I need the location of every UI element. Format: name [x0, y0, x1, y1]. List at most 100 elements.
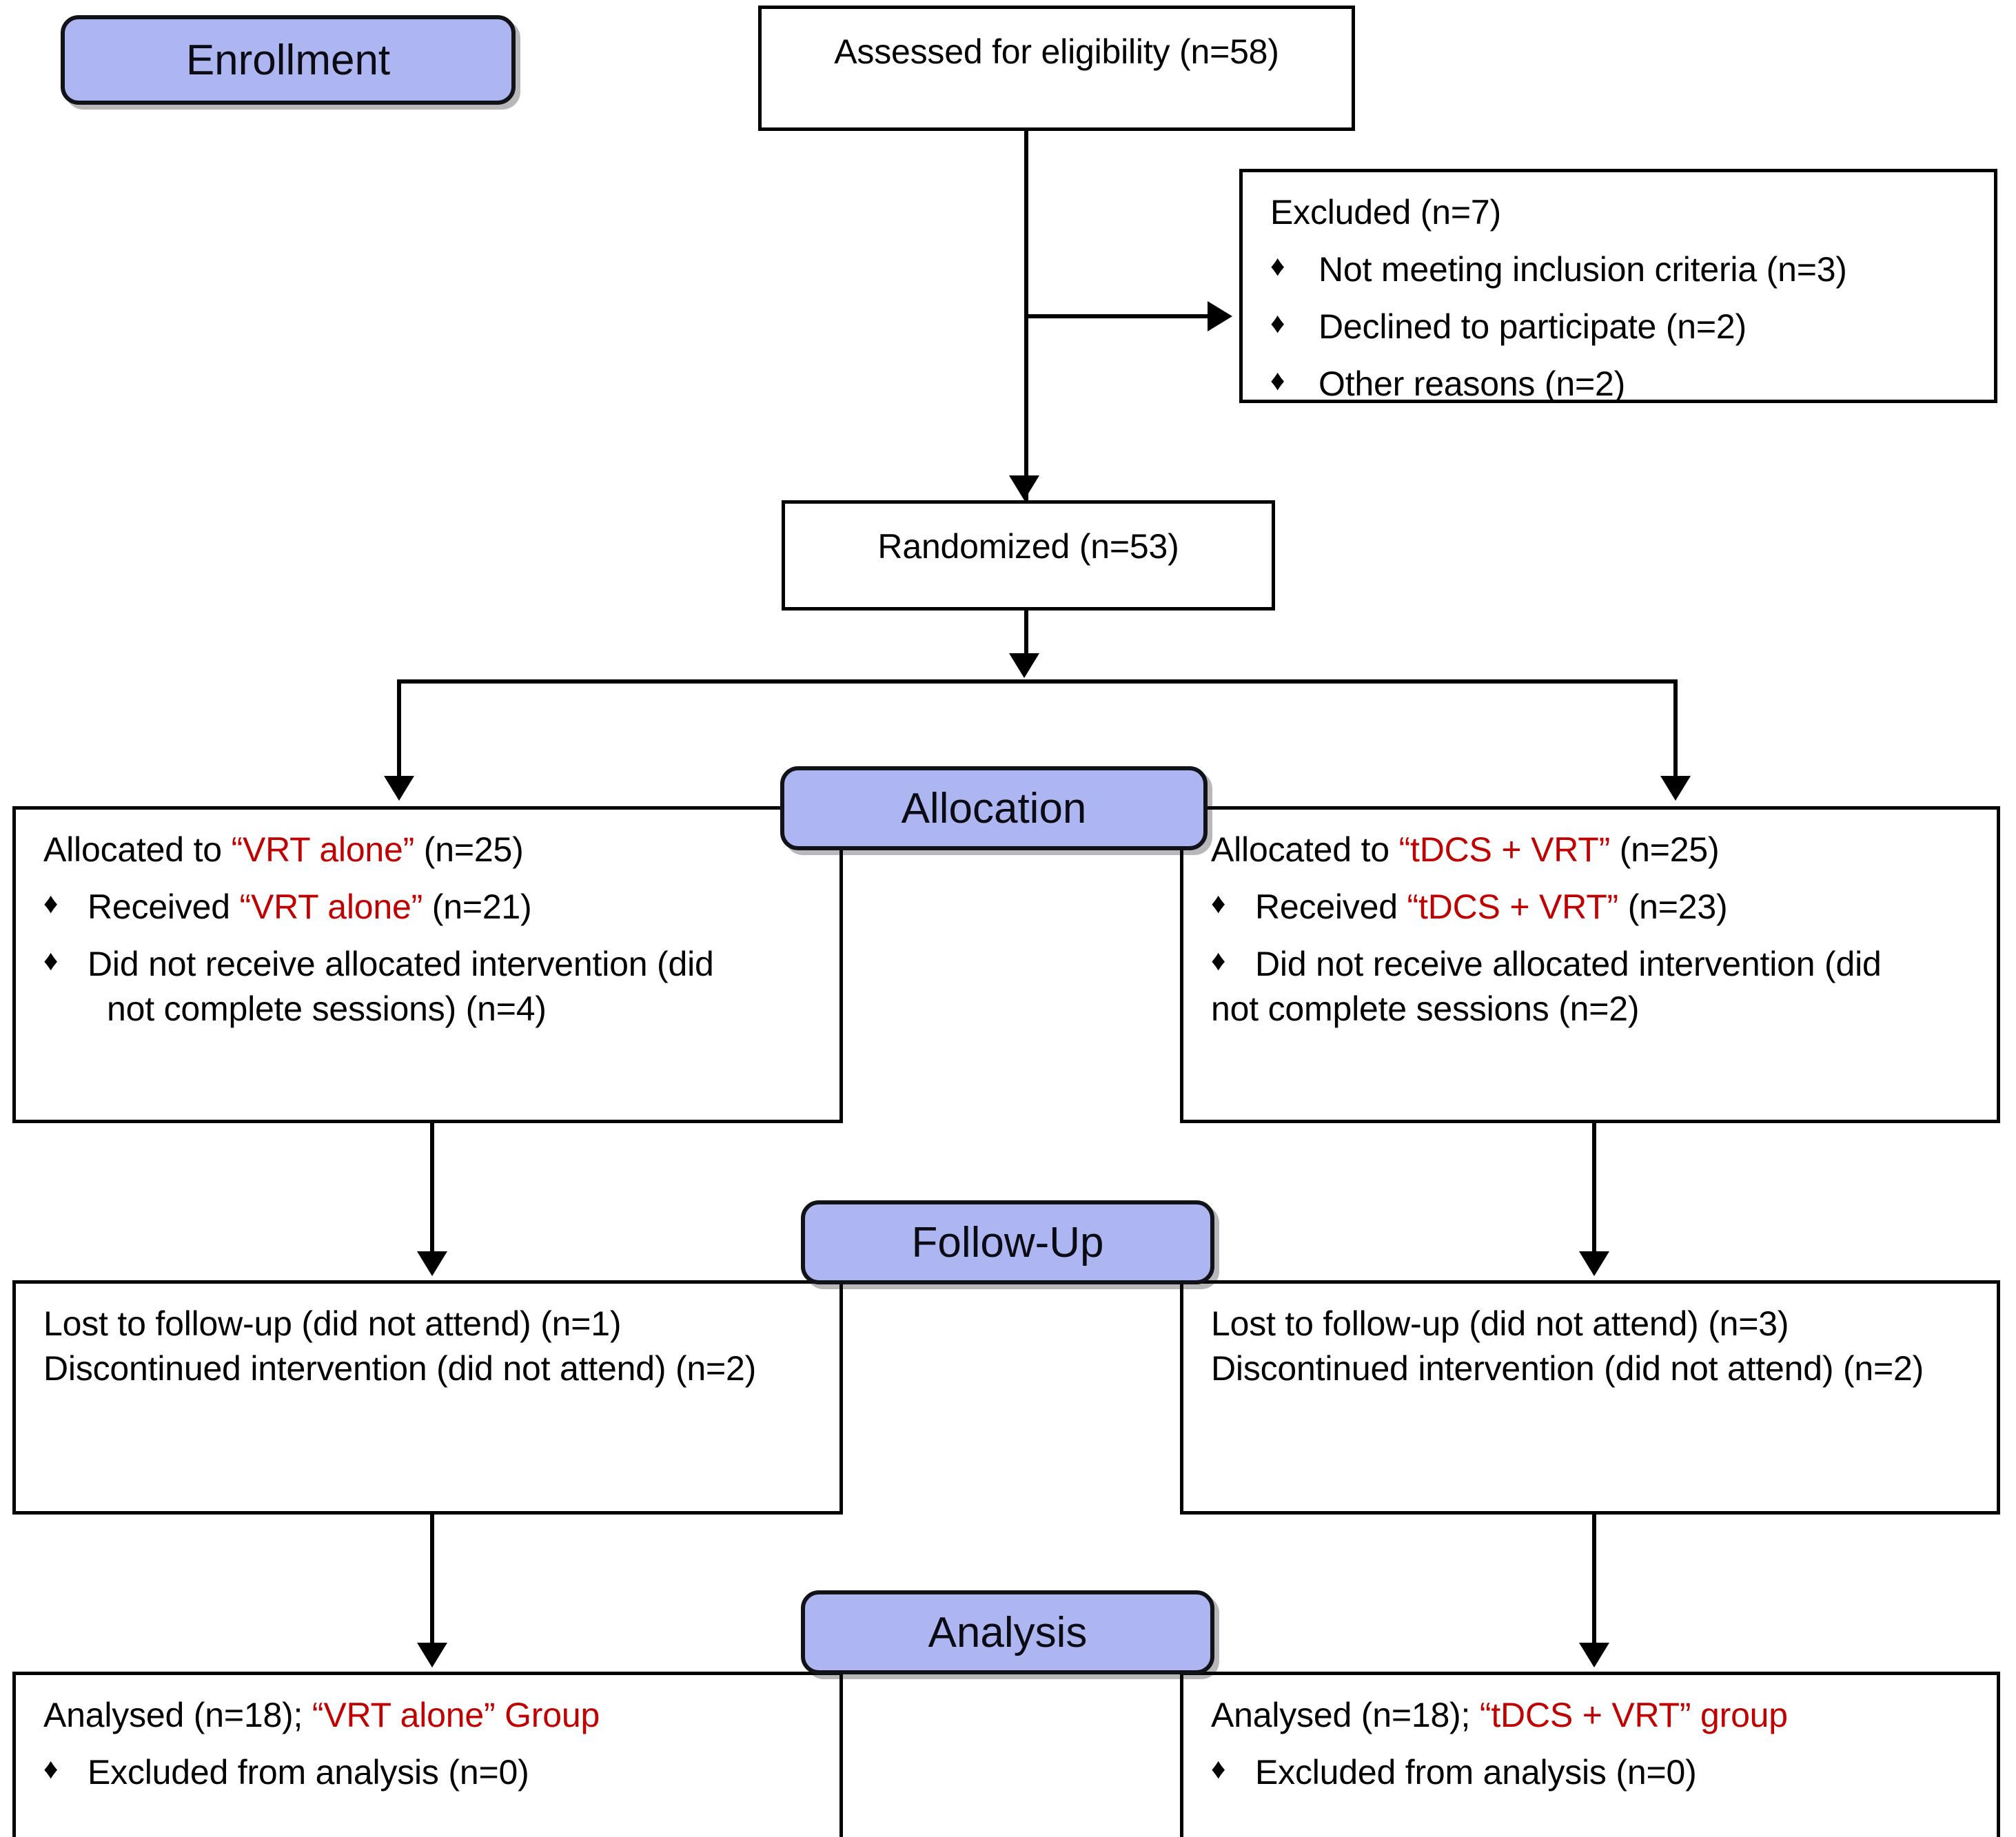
excluded-reason: Other reasons (n=2)	[1318, 365, 1626, 403]
followup-right-block: Lost to follow-up (did not attend) (n=3)…	[1211, 1302, 1976, 1391]
analysis-left-excluded: Excluded from analysis (n=0)	[88, 1753, 529, 1792]
list-item: ♦ Excluded from analysis (n=0)	[1211, 1750, 1976, 1795]
connector-left-allocation-to-followup	[430, 1122, 434, 1257]
stage-badge-allocation-label: Allocation	[901, 784, 1087, 832]
diamond-bullet-icon: ♦	[1270, 307, 1285, 339]
diamond-bullet-icon: ♦	[43, 944, 59, 976]
arrowhead-assessed-to-excluded	[1208, 301, 1232, 331]
arrowhead-randomized-split	[1009, 653, 1039, 678]
node-analysis-left: Analysed (n=18); “VRT alone” Group ♦ Exc…	[12, 1672, 843, 1837]
allocation-right-received: Received “tDCS + VRT” (n=23)	[1255, 885, 1976, 930]
node-followup-left: Lost to follow-up (did not attend) (n=1)…	[12, 1280, 843, 1515]
connector-right-allocation-to-followup	[1592, 1122, 1596, 1257]
allocation-right-received-pre: Received	[1255, 887, 1407, 926]
diamond-bullet-icon: ♦	[1270, 249, 1285, 282]
stage-badge-allocation: Allocation	[780, 766, 1208, 850]
list-item: ♦ Did not receive allocated intervention…	[43, 942, 819, 1032]
split-bar-allocation	[397, 679, 1678, 684]
allocation-left-notreceived-l2: not complete sessions) (n=4)	[107, 989, 547, 1028]
diamond-bullet-icon: ♦	[1211, 887, 1226, 919]
arrowhead-right-allocation	[1660, 776, 1691, 801]
allocation-left-received-post: (n=21)	[422, 887, 532, 926]
analysis-right-block: Analysed (n=18); “tDCS + VRT” group ♦ Ex…	[1211, 1693, 1976, 1795]
randomized-text: Randomized (n=53)	[877, 527, 1179, 566]
diamond-bullet-icon: ♦	[1270, 364, 1285, 396]
allocation-left-notreceived-l1: Did not receive allocated intervention (…	[88, 945, 714, 983]
analysis-left-heading-group: “VRT alone” Group	[312, 1696, 600, 1734]
analysis-right-heading: Analysed (n=18); “tDCS + VRT” group	[1211, 1696, 1788, 1734]
followup-left-block: Lost to follow-up (did not attend) (n=1)…	[43, 1302, 819, 1391]
list-item: ♦ Excluded from analysis (n=0)	[43, 1750, 819, 1795]
excluded-title: Excluded (n=7)	[1270, 193, 1501, 232]
allocation-left-notreceived: Did not receive allocated intervention (…	[88, 942, 819, 1032]
arrowhead-right-followup	[1579, 1251, 1609, 1276]
list-item: ♦ Received “VRT alone” (n=21)	[43, 885, 819, 930]
excluded-reason: Declined to participate (n=2)	[1318, 307, 1747, 346]
connector-split-to-right-allocation	[1673, 679, 1678, 781]
diamond-bullet-icon: ♦	[43, 887, 59, 919]
allocation-right-notreceived: Did not receive allocated intervention (…	[1211, 942, 1976, 1032]
diamond-bullet-icon: ♦	[1211, 1752, 1226, 1785]
connector-split-to-left-allocation	[397, 679, 401, 781]
allocation-right-heading-pre: Allocated to	[1211, 830, 1399, 869]
allocation-left-heading: Allocated to “VRT alone” (n=25)	[43, 830, 524, 869]
diamond-bullet-icon: ♦	[43, 1752, 59, 1785]
node-excluded: Excluded (n=7) ♦ Not meeting inclusion c…	[1239, 169, 1997, 403]
followup-right-lost: Lost to follow-up (did not attend) (n=3)	[1211, 1304, 1789, 1343]
allocation-left-received-pre: Received	[88, 887, 240, 926]
list-item: ♦ Other reasons (n=2)	[1270, 362, 1973, 407]
connector-left-followup-to-analysis	[430, 1513, 434, 1648]
node-allocation-right: Allocated to “tDCS + VRT” (n=25) ♦ Recei…	[1180, 806, 2000, 1123]
stage-badge-analysis: Analysis	[801, 1590, 1214, 1674]
allocation-right-heading-post: (n=25)	[1610, 830, 1720, 869]
arrowhead-left-analysis	[417, 1643, 447, 1667]
allocation-left-received-group: “VRT alone”	[239, 887, 423, 926]
allocation-left-heading-pre: Allocated to	[43, 830, 232, 869]
node-randomized: Randomized (n=53)	[782, 500, 1275, 610]
stage-badge-followup-label: Follow-Up	[911, 1218, 1104, 1266]
allocation-right-notreceived-l1: Did not receive allocated intervention (…	[1255, 945, 1882, 983]
assessed-text: Assessed for eligibility (n=58)	[834, 32, 1279, 71]
connector-assessed-to-excluded	[1024, 314, 1219, 318]
analysis-left-block: Analysed (n=18); “VRT alone” Group ♦ Exc…	[43, 1693, 819, 1795]
followup-left-lost: Lost to follow-up (did not attend) (n=1)	[43, 1304, 622, 1343]
allocation-right-received-post: (n=23)	[1618, 887, 1728, 926]
allocation-right-block: Allocated to “tDCS + VRT” (n=25) ♦ Recei…	[1211, 828, 1976, 1032]
analysis-left-heading: Analysed (n=18); “VRT alone” Group	[43, 1696, 600, 1734]
diamond-bullet-icon: ♦	[1211, 944, 1226, 976]
excluded-reason: Not meeting inclusion criteria (n=3)	[1318, 250, 1847, 289]
arrowhead-left-allocation	[384, 776, 414, 801]
node-followup-right: Lost to follow-up (did not attend) (n=3)…	[1180, 1280, 2000, 1515]
list-item: ♦ Not meeting inclusion criteria (n=3)	[1270, 247, 1973, 292]
analysis-left-heading-pre: Analysed (n=18);	[43, 1696, 312, 1734]
stage-badge-enrollment: Enrollment	[61, 15, 516, 105]
connector-right-followup-to-analysis	[1592, 1513, 1596, 1648]
excluded-block: Excluded (n=7) ♦ Not meeting inclusion c…	[1270, 190, 1973, 407]
analysis-right-heading-group: “tDCS + VRT” group	[1479, 1696, 1788, 1734]
followup-left-discontinued: Discontinued intervention (did not atten…	[43, 1349, 757, 1388]
list-item: ♦ Did not receive allocated intervention…	[1211, 942, 1976, 1032]
list-item: ♦ Declined to participate (n=2)	[1270, 305, 1973, 349]
allocation-left-received: Received “VRT alone” (n=21)	[88, 885, 819, 930]
stage-badge-analysis-label: Analysis	[928, 1608, 1088, 1656]
allocation-left-heading-group: “VRT alone”	[231, 830, 415, 869]
node-analysis-right: Analysed (n=18); “tDCS + VRT” group ♦ Ex…	[1180, 1672, 2000, 1837]
allocation-left-block: Allocated to “VRT alone” (n=25) ♦ Receiv…	[43, 828, 819, 1032]
analysis-right-excluded: Excluded from analysis (n=0)	[1255, 1753, 1697, 1792]
arrowhead-left-followup	[417, 1251, 447, 1276]
connector-randomized-to-split	[1024, 610, 1028, 653]
arrowhead-right-analysis	[1579, 1643, 1609, 1667]
allocation-right-heading-group: “tDCS + VRT”	[1398, 830, 1611, 869]
analysis-right-heading-pre: Analysed (n=18);	[1211, 1696, 1480, 1734]
list-item: ♦ Received “tDCS + VRT” (n=23)	[1211, 885, 1976, 930]
node-allocation-left: Allocated to “VRT alone” (n=25) ♦ Receiv…	[12, 806, 843, 1123]
allocation-left-heading-post: (n=25)	[414, 830, 524, 869]
stage-badge-followup: Follow-Up	[801, 1200, 1214, 1284]
followup-right-discontinued: Discontinued intervention (did not atten…	[1211, 1349, 1924, 1388]
allocation-right-received-group: “tDCS + VRT”	[1407, 887, 1619, 926]
stage-badge-enrollment-label: Enrollment	[185, 36, 391, 84]
allocation-right-notreceived-l2: not complete sessions (n=2)	[1211, 989, 1640, 1028]
allocation-right-heading: Allocated to “tDCS + VRT” (n=25)	[1211, 830, 1720, 869]
arrowhead-assessed-to-randomized	[1009, 475, 1039, 500]
